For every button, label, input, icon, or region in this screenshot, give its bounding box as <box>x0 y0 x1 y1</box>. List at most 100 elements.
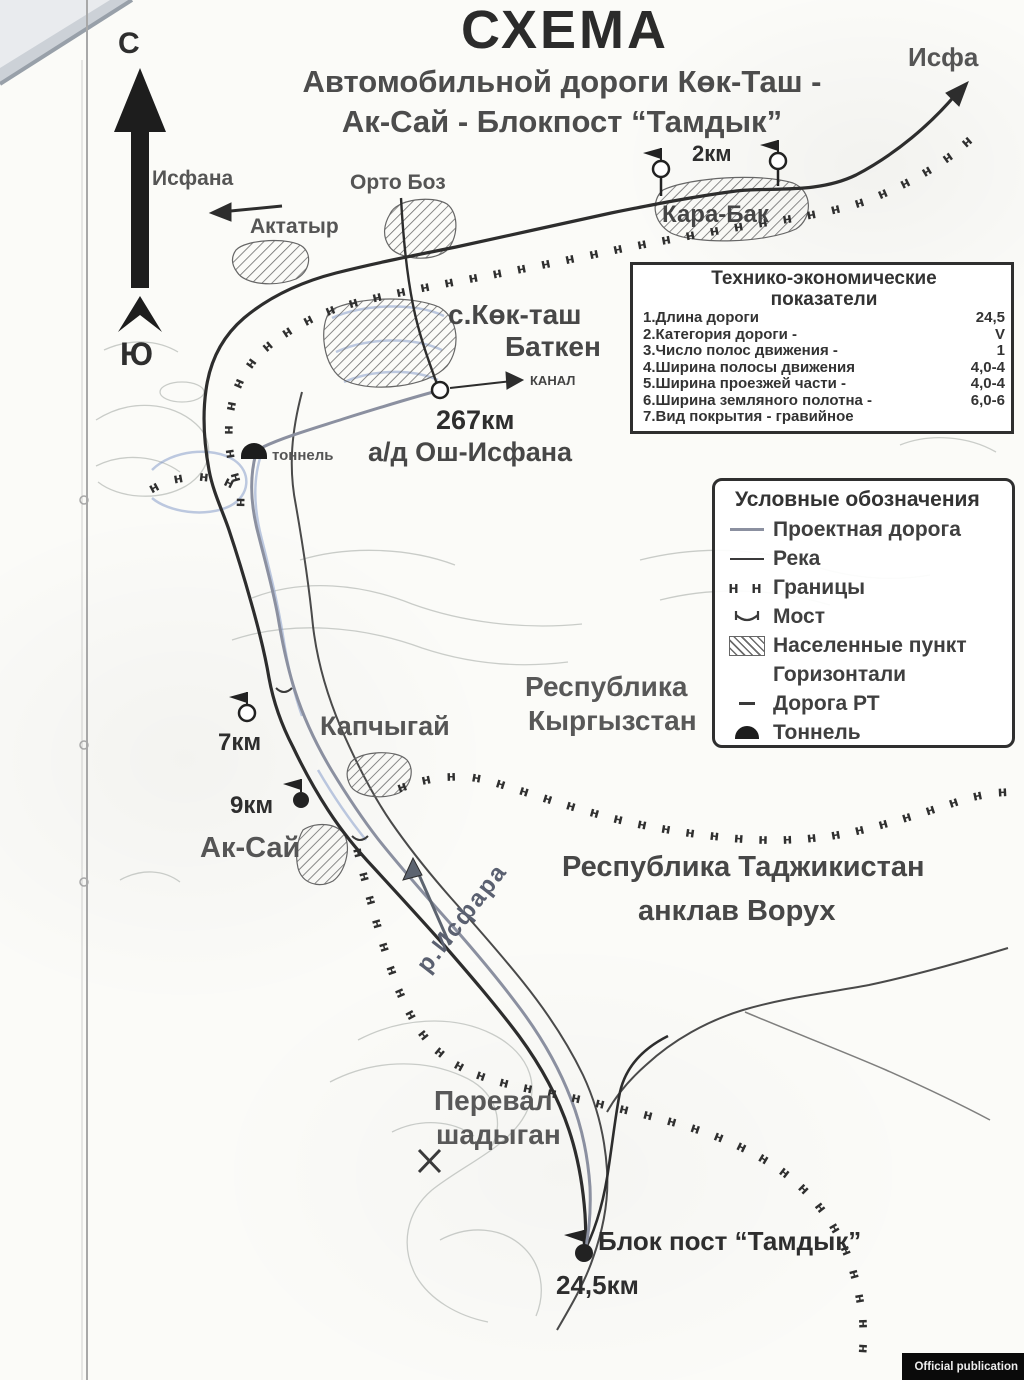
label-kanal: КАНАЛ <box>530 373 576 388</box>
label-kapchygai: Капчыгай <box>320 711 450 741</box>
km2-marker-a <box>651 159 671 179</box>
canal-arrow <box>449 380 513 389</box>
legend-label: Горизонтали <box>773 662 907 686</box>
info-row-value: 4,0-4 <box>970 358 1005 376</box>
legend-label: Дорога РТ <box>773 691 880 715</box>
info-box-title-2: показатели <box>770 289 878 310</box>
compass-south-label: Ю <box>120 336 153 372</box>
info-row: 3.Число полос движения - 1 <box>643 342 1005 360</box>
info-row-label: 6.Ширина земляного полотна - <box>643 391 873 409</box>
info-box-title-1: Технико-экономические <box>711 268 937 289</box>
info-row: 1.Длина дороги 24,5 <box>643 309 1005 327</box>
km2-marker-b <box>768 151 788 171</box>
kara-bak-area <box>654 176 809 242</box>
label-kyrgyzstan-2: Кыргызстан <box>528 705 697 736</box>
publication-badge: Official publication <box>902 1353 1024 1380</box>
label-km245: 24,5км <box>556 1270 639 1300</box>
info-row-value: 24,5 <box>975 309 1005 326</box>
kok-tash-junction <box>430 380 450 400</box>
km-markers <box>229 140 788 1262</box>
river-symbol-icon <box>721 557 773 560</box>
info-row-label: 2.Категория дороги - <box>643 325 798 343</box>
legend-row: Горизонтали <box>715 660 1012 689</box>
compass-north-label: С <box>118 27 140 60</box>
road-rt-symbol-icon <box>721 702 773 705</box>
legend-label: Проектная дорога <box>773 517 961 541</box>
canal-arrowhead-icon <box>505 371 525 390</box>
label-km7: 7км <box>218 729 262 756</box>
bridge-marks <box>275 687 369 841</box>
label-isfana-top: Исфа <box>908 42 979 72</box>
kapchygai-area <box>346 752 412 798</box>
main-road <box>202 91 959 1253</box>
label-pereval-1: Перевал <box>434 1085 553 1116</box>
info-row-label: 1.Длина дороги <box>643 309 759 326</box>
legend-row: Проектная дорога <box>715 515 1012 544</box>
road-to-kok-tash <box>399 197 439 385</box>
legend-row: Река <box>715 544 1012 573</box>
info-row: 2.Категория дороги - V <box>643 325 1005 344</box>
legend-row: Мост <box>715 602 1012 631</box>
info-row-value: 1 <box>996 342 1005 359</box>
info-row: 5.Ширина проезжей части - 4,0-4 <box>643 375 1005 393</box>
info-row-label: 4.Ширина полосы движения <box>643 358 855 376</box>
legend-label: Река <box>773 546 821 570</box>
legend-label: Тоннель <box>773 720 861 744</box>
label-osh-isfana: а/д Ош-Исфана <box>368 437 573 467</box>
direction-arrows <box>208 80 969 946</box>
right-river-branch <box>606 947 1009 1113</box>
bridge-symbol-icon <box>721 608 773 626</box>
north-arrow-icon <box>114 68 166 332</box>
label-kok-tash: с.Көк-таш <box>448 299 582 330</box>
legend-label: Мост <box>773 604 826 628</box>
legend-row: н н Границы <box>715 573 1012 602</box>
info-row-value: 4,0-4 <box>970 375 1005 392</box>
label-km2: 2км <box>692 141 732 166</box>
legend-row: Тоннель <box>715 718 1012 747</box>
small-stream <box>744 1011 991 1121</box>
info-row-value: V <box>994 325 1005 343</box>
isfana-arrowhead-icon <box>945 80 969 107</box>
border-symbol-icon: н н <box>728 577 766 597</box>
km245-marker <box>575 1244 593 1262</box>
label-kara-bak: Кара-Бак <box>662 201 769 228</box>
page-corner-fold <box>0 0 134 86</box>
label-pereval-2: шадыган <box>436 1119 561 1150</box>
info-row: 7.Вид покрытия - гравийное <box>643 408 1005 426</box>
km9-marker <box>293 792 309 808</box>
kok-tash-area <box>323 298 457 388</box>
river-direction-arrow <box>414 867 452 946</box>
legend-row: Дорога РТ <box>715 689 1012 718</box>
project-road-symbol-icon <box>721 528 773 531</box>
info-row-label: 7.Вид покрытия - гравийное <box>643 408 854 425</box>
ak-sai-area <box>296 823 348 886</box>
label-kyrgyzstan-1: Республика <box>525 671 688 702</box>
legend-label: Населенные пункт <box>773 633 967 657</box>
tunnel-symbol-legend-icon <box>721 726 773 739</box>
info-row: 6.Ширина земляного полотна - 6,0-6 <box>643 391 1005 410</box>
left-margin-line <box>79 0 89 1380</box>
legend-label: Границы <box>773 575 866 599</box>
map-subtitle-line1: Автомобильной дороги Көк-Таш - <box>302 64 822 99</box>
technical-indicators-box: Технико-экономические показатели 1.Длина… <box>630 262 1014 434</box>
legend-box: Условные обозначения Проектная дорога Ре… <box>712 478 1015 748</box>
label-ak-sai: Ак-Сай <box>200 832 301 864</box>
tunnel-symbol-icon <box>241 443 267 459</box>
map-title: СХЕМА <box>461 0 669 60</box>
label-batken: Баткен <box>505 331 601 362</box>
label-tunnel: тоннель <box>272 447 334 464</box>
map-subtitle-line2: Ак-Сай - Блокпост “Тамдык” <box>341 104 783 139</box>
pass-mark-icon <box>417 1148 442 1174</box>
label-km267: 267км <box>436 405 515 435</box>
label-orto-boz: Орто Боз <box>350 171 446 194</box>
aktatyr-area <box>231 239 310 285</box>
settlement-areas <box>231 176 809 886</box>
project-road <box>250 389 592 1252</box>
info-row-label: 3.Число полос движения - <box>643 342 838 359</box>
label-vorukh: анклав Ворух <box>638 895 836 927</box>
label-isfana-left: Исфана <box>152 167 234 190</box>
legend-title: Условные обозначения <box>735 488 980 511</box>
legend-row: Населенные пункт <box>715 631 1012 660</box>
info-row-label: 5.Ширина проезжей части - <box>643 375 847 392</box>
